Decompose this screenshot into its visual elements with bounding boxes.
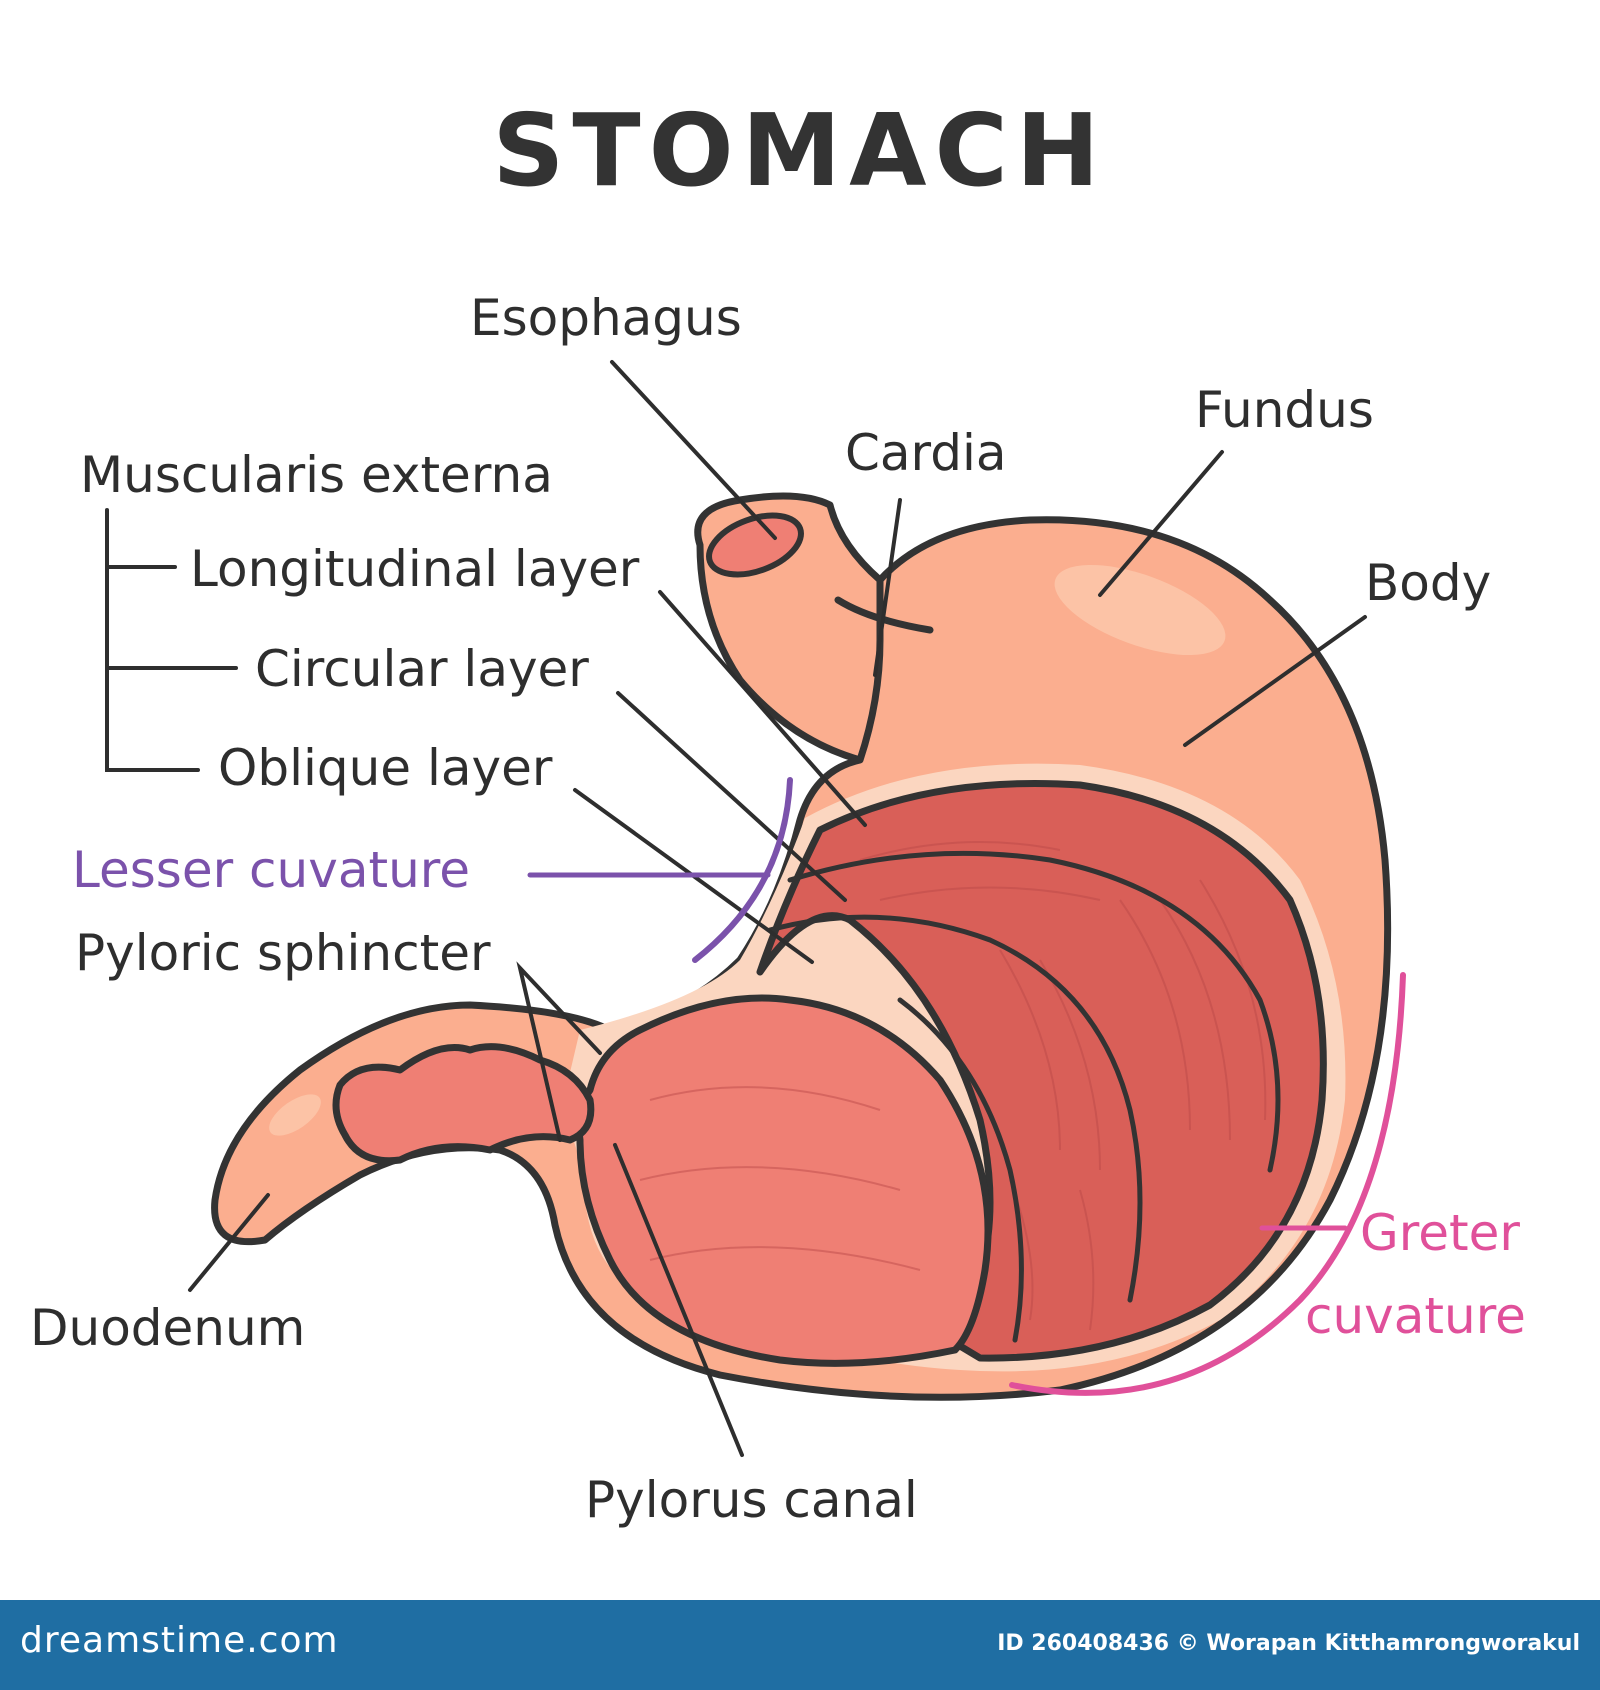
labels: Esophagus Cardia Fundus Body Muscularis … <box>30 289 1526 1529</box>
label-pylorus-canal: Pylorus canal <box>585 1471 918 1529</box>
footer-credit: ID 260408436 © Worapan Kitthamrongworaku… <box>997 1631 1580 1656</box>
label-greater-curvature-line1: Greter <box>1360 1204 1520 1262</box>
lesser-curvature-arc <box>692 777 793 963</box>
label-muscularis-externa: Muscularis externa <box>80 446 553 504</box>
label-oblique-layer: Oblique layer <box>218 739 553 797</box>
circular-leader <box>616 691 847 902</box>
pyloric-sphincter-leader <box>516 961 602 1142</box>
label-body: Body <box>1365 554 1491 612</box>
fundus-highlight <box>1054 564 1226 656</box>
diagram-title: STOMACH <box>492 92 1107 209</box>
label-fundus: Fundus <box>1195 381 1374 439</box>
stomach-illustration <box>211 492 1392 1401</box>
duodenum-highlight <box>269 1094 321 1136</box>
cardia-notch <box>834 596 934 634</box>
curvature-indicators <box>527 777 1406 1396</box>
duodenum-lumen <box>332 1043 595 1165</box>
label-duodenum: Duodenum <box>30 1299 305 1357</box>
longitudinal-leader <box>658 590 867 827</box>
circular-boundary <box>767 914 1143 1303</box>
body-leader <box>1183 615 1367 747</box>
greater-curvature-arc <box>1009 972 1406 1396</box>
duodenum-leader <box>188 1193 270 1292</box>
muscularis-bracket <box>105 508 200 772</box>
pylorus-canal-leader <box>613 1143 744 1457</box>
longitudinal-boundary <box>787 850 1281 1173</box>
label-esophagus: Esophagus <box>470 289 742 347</box>
label-pyloric-sphincter: Pyloric sphincter <box>75 924 491 982</box>
label-circular-layer: Circular layer <box>255 640 589 698</box>
cardia-leader <box>873 498 902 677</box>
label-lesser-curvature: Lesser cuvature <box>72 841 470 899</box>
label-longitudinal-layer: Longitudinal layer <box>190 540 640 598</box>
oblique-boundary <box>897 997 1024 1343</box>
label-greater-curvature-line2: cuvature <box>1305 1287 1526 1345</box>
muscle-fiber-texture <box>639 841 1267 1331</box>
esophagus-leader <box>610 360 777 540</box>
footer-brand: dreamstime.com <box>20 1620 339 1661</box>
esophagus-opening <box>706 512 804 578</box>
label-cardia: Cardia <box>845 424 1007 482</box>
pyloric-mucosa <box>575 994 992 1367</box>
footer-bar: dreamstime.com ID 260408436 © Worapan Ki… <box>0 1600 1600 1690</box>
fundus-leader <box>1098 450 1224 597</box>
